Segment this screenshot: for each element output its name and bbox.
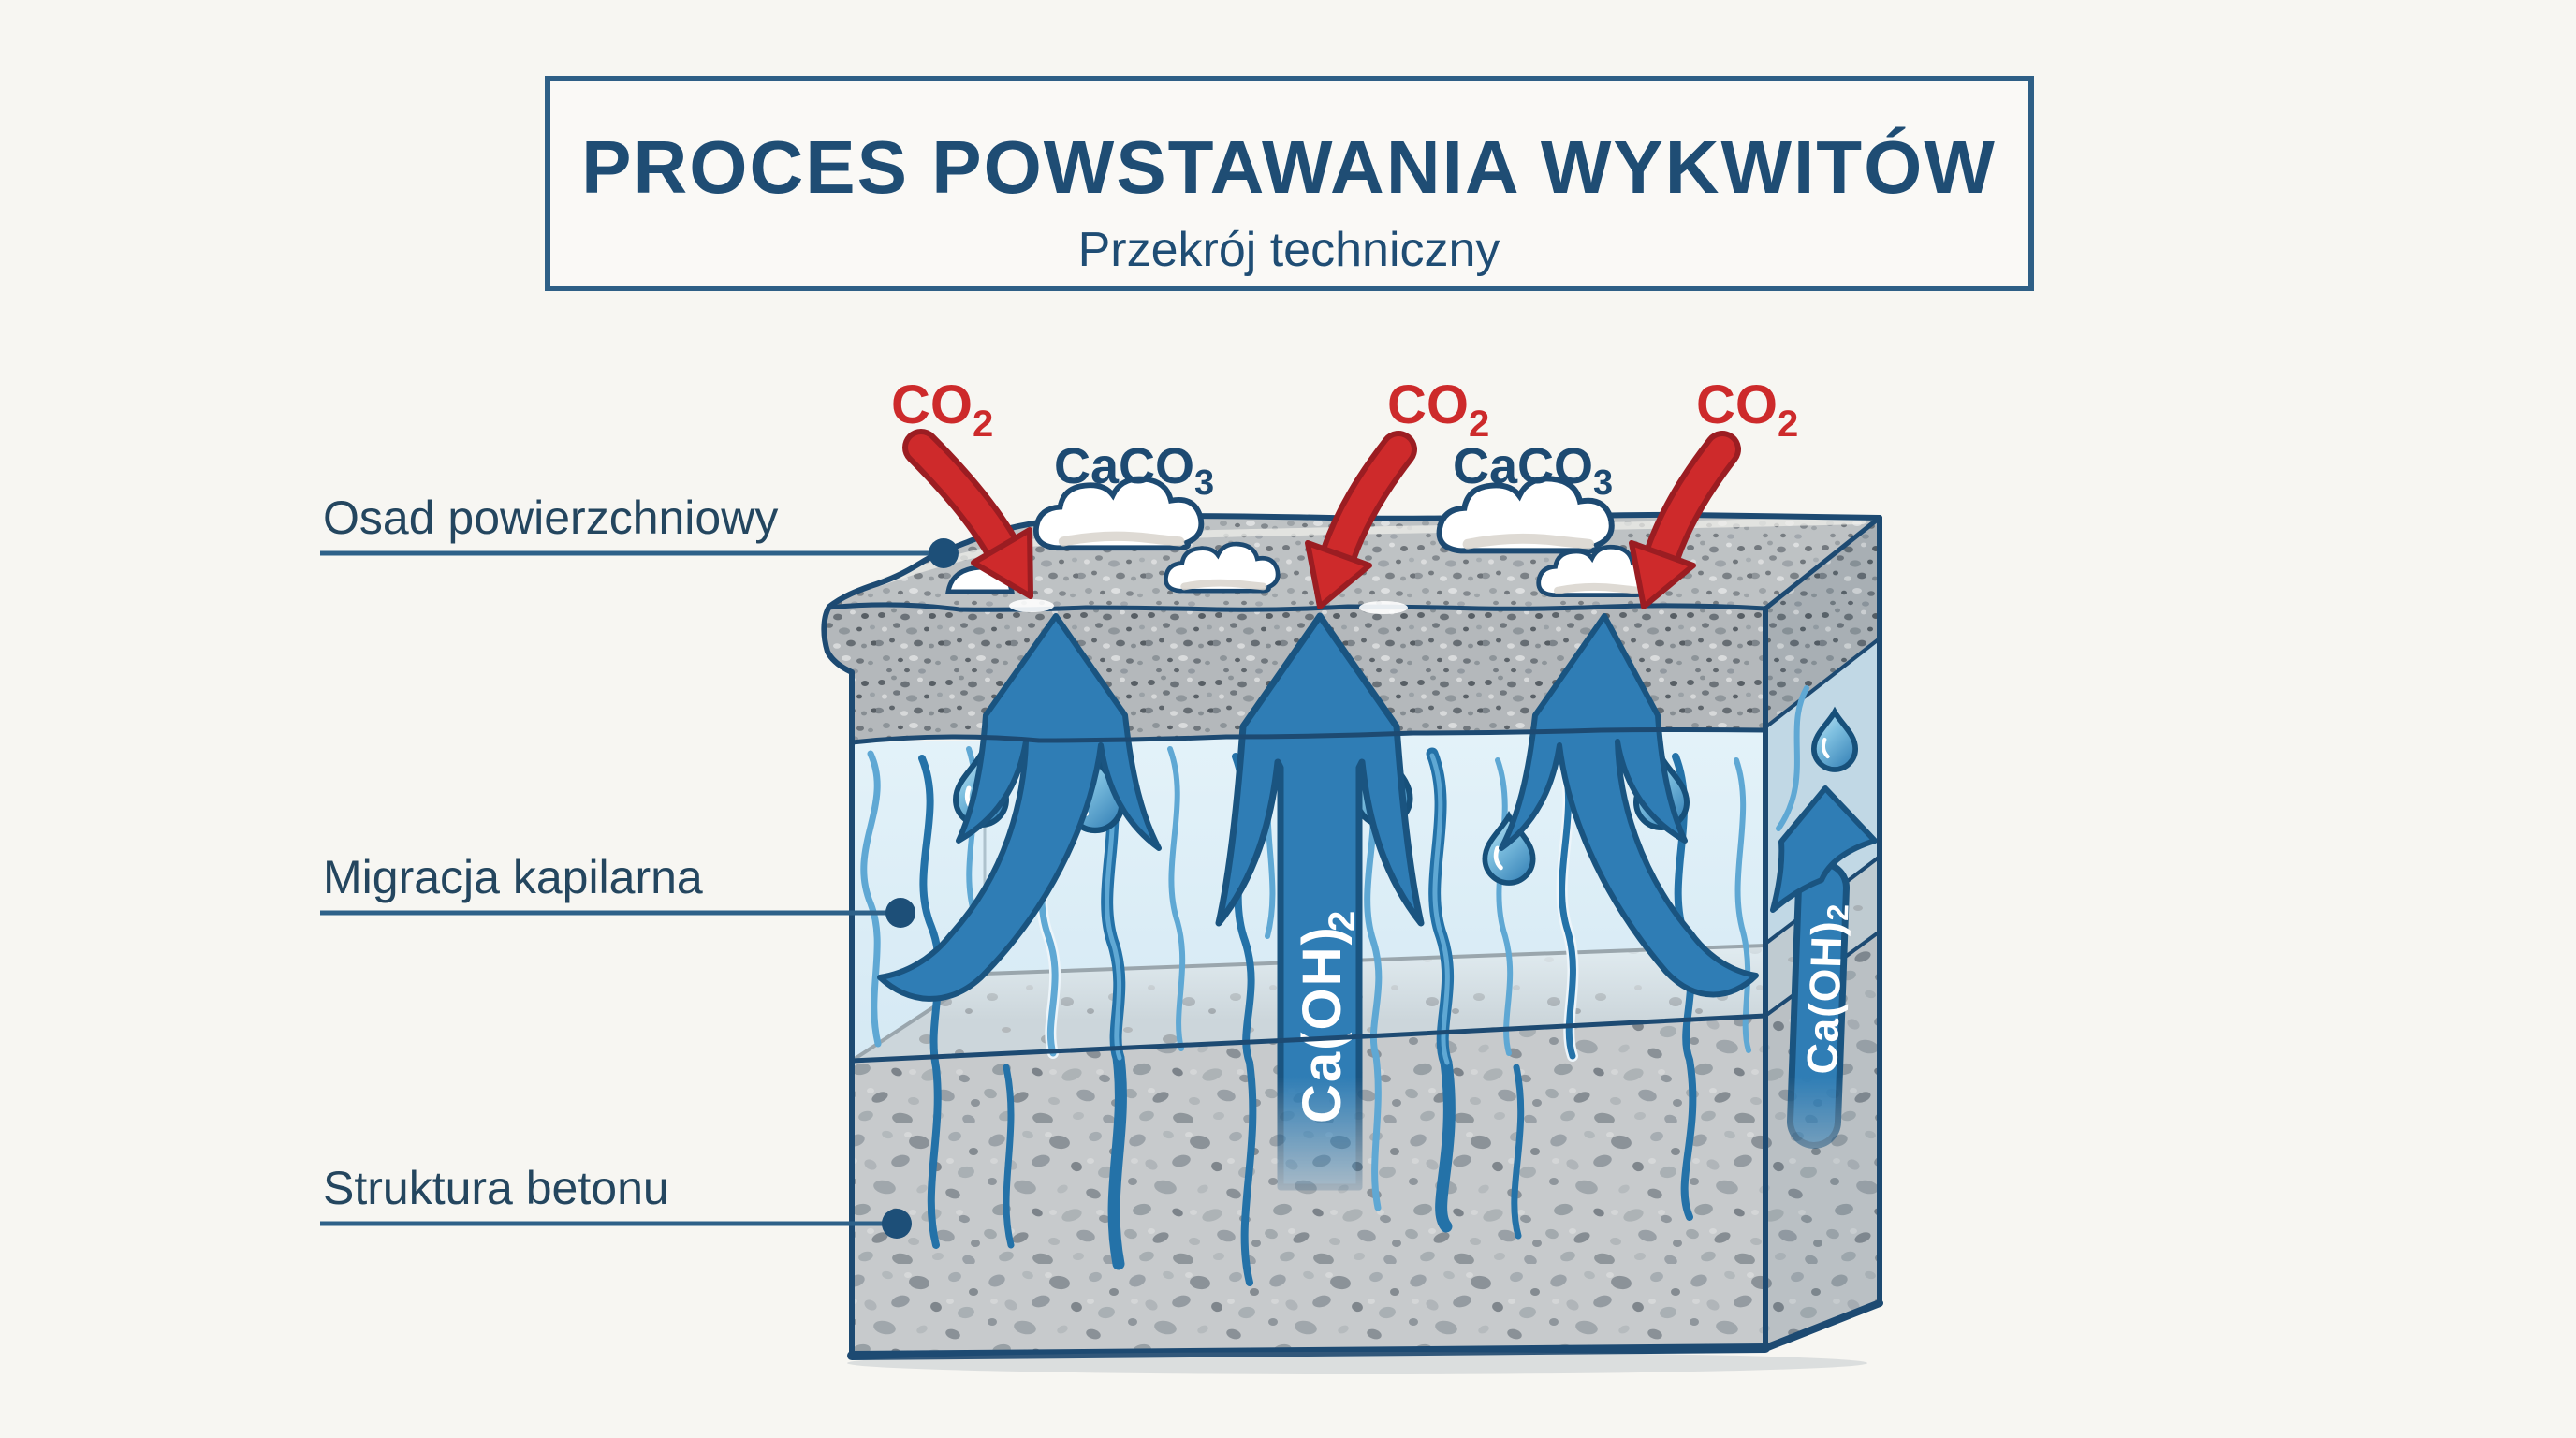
capillary-line <box>1003 1064 1015 1249</box>
title-box: PROCES POWSTAWANIA WYKWITÓW Przekrój tec… <box>545 76 2034 291</box>
leader-dot <box>882 1209 912 1239</box>
top-right-slant-edge <box>1763 515 1882 611</box>
co2-sub: 2 <box>1469 404 1489 445</box>
capillary-line <box>1511 1064 1525 1240</box>
label-surface-deposit: Osad powierzchniowy <box>320 492 959 568</box>
label-concrete-structure: Struktura betonu <box>320 1162 912 1239</box>
caoh2-arrow-side-head <box>1770 785 1878 913</box>
side-surface-layer <box>1765 518 1880 727</box>
caco3-sub: 3 <box>1194 463 1214 503</box>
caoh2-base: Ca(OH) <box>1797 919 1852 1075</box>
co2-label: CO2 <box>891 374 993 445</box>
efflorescence-patch <box>1359 601 1408 614</box>
side-layer-boundary <box>1764 637 1881 729</box>
capillary-core <box>1429 753 1450 1065</box>
page-title: PROCES POWSTAWANIA WYKWITÓW <box>581 125 1997 209</box>
layer-label: Migracja kapilarna <box>323 851 703 903</box>
block-shadow <box>847 1352 1867 1374</box>
caco3-cloud <box>1164 541 1281 594</box>
co2-label: CO2 <box>1387 374 1489 445</box>
caoh2-arrow-right <box>1499 613 1759 998</box>
caoh2-label-center-sub: 2 <box>1322 911 1363 932</box>
co2-base: CO <box>891 374 973 435</box>
front-top-edge <box>826 602 1768 612</box>
caoh2-arrow-left <box>877 613 1162 1002</box>
co2-arrows <box>902 429 1741 609</box>
capillary-line <box>1363 755 1383 1211</box>
title-box-border <box>545 76 2034 291</box>
block-outlines <box>821 511 1883 1360</box>
capillary-concrete-boundary <box>849 1013 1768 1064</box>
page-subtitle: Przekrój techniczny <box>1078 223 1500 277</box>
surface-capillary-boundary <box>849 727 1768 745</box>
capillary-line <box>1495 757 1514 1056</box>
caco3-base: CaCO <box>1054 438 1194 494</box>
caco3-cloud <box>1436 476 1615 554</box>
co2-base: CO <box>1696 374 1778 435</box>
co2-label: CO2 <box>1696 374 1798 445</box>
co2-sub: 2 <box>973 404 993 445</box>
caoh2-arrow-center <box>1215 612 1425 1191</box>
caoh2-arrows <box>877 612 1878 1191</box>
capillary-line <box>860 750 882 1048</box>
capillary-line <box>1558 751 1576 1060</box>
caco3-label: CaCO3 <box>1054 438 1214 503</box>
efflorescence-patch <box>1009 599 1054 612</box>
caoh2-label-center: Ca(OH) <box>1292 925 1353 1123</box>
layer-label: Struktura betonu <box>323 1162 669 1214</box>
co2-arrow <box>1305 431 1417 609</box>
caoh2-sub: 2 <box>1821 903 1855 921</box>
caoh2-base: Ca(OH) <box>1292 925 1353 1123</box>
leader-dot <box>929 538 959 568</box>
caoh2-label-side-sub: 2 <box>1821 903 1855 921</box>
caoh2-arrow-side-shaft <box>1793 867 1843 1142</box>
layer-label: Osad powierzchniowy <box>323 492 778 544</box>
label-capillary-migration: Migracja kapilarna <box>320 851 915 928</box>
block-bottom-edge <box>847 1343 1770 1360</box>
side-bottom-edge <box>1762 1299 1883 1352</box>
capillary-line-side <box>1776 685 1809 831</box>
leader-dot <box>886 898 915 928</box>
co2-arrow <box>902 429 1033 599</box>
caco3-cloud <box>1032 476 1205 551</box>
caco3-base: CaCO <box>1453 438 1593 494</box>
co2-base: CO <box>1387 374 1469 435</box>
caoh2-sub: 2 <box>1322 911 1363 932</box>
caco3-label: CaCO3 <box>1453 438 1613 503</box>
caco3-sub: 3 <box>1593 463 1613 503</box>
caoh2-label-side: Ca(OH) <box>1797 919 1852 1075</box>
co2-sub: 2 <box>1778 404 1798 445</box>
capillary-line <box>1167 746 1186 1051</box>
co2-arrow <box>1629 431 1741 609</box>
water-droplet-side <box>1810 706 1859 772</box>
